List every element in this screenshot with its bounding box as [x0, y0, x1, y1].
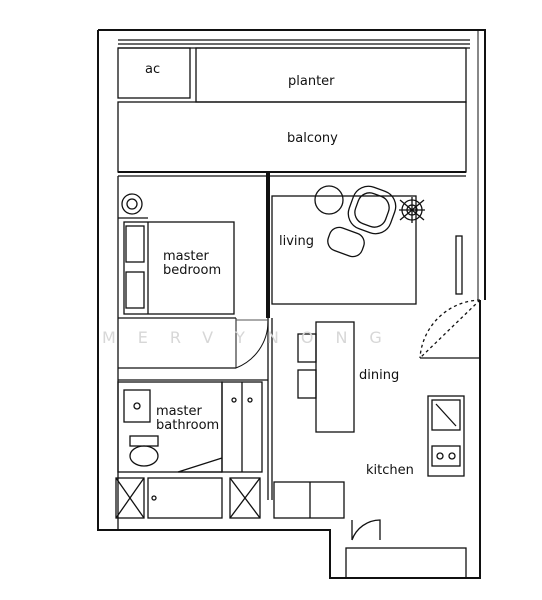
- dining-chair-1: [297, 333, 317, 363]
- hob: [431, 445, 461, 467]
- outer-wall: [97, 29, 486, 579]
- bathroom-door: [177, 457, 223, 473]
- ac-label: ac: [145, 62, 161, 77]
- living-label: living: [279, 234, 315, 249]
- planter-label: planter: [288, 74, 335, 89]
- tv-unit: [455, 235, 463, 295]
- pillow-2: [125, 271, 145, 309]
- toilet-tank: [129, 435, 159, 447]
- bedroom-label-line2: bedroom: [163, 263, 222, 278]
- living-rug: [271, 195, 417, 305]
- toilet: [129, 445, 159, 467]
- pillow-1: [125, 225, 145, 263]
- armchair: [347, 185, 397, 235]
- bathroom-label-line1: master: [156, 404, 202, 419]
- shower: [147, 477, 223, 519]
- main-door: [419, 299, 481, 359]
- storage-2: [229, 477, 261, 519]
- round-table: [314, 185, 344, 215]
- bathroom-label-line2: bathroom: [156, 418, 220, 433]
- bedroom-label-line1: master: [163, 249, 209, 264]
- basin: [123, 389, 151, 423]
- ac-ledge: [117, 47, 191, 99]
- plant: [399, 197, 425, 223]
- entry-door: [351, 519, 381, 541]
- dining-chair-2: [297, 369, 317, 399]
- bed: [123, 221, 235, 315]
- entry-threshold: [345, 547, 467, 579]
- kitchen-label: kitchen: [366, 463, 414, 478]
- armchair-2: [327, 226, 365, 258]
- balcony-label: balcony: [287, 131, 338, 146]
- dining-label: dining: [359, 368, 400, 383]
- watermark: MERVYNONG: [102, 328, 404, 347]
- bedroom-door: [235, 318, 269, 369]
- sink: [431, 399, 461, 431]
- bedroom-lamp: [121, 193, 143, 215]
- storage-1: [115, 477, 145, 519]
- kitchen-counter: [427, 395, 465, 477]
- kitchen-cabinet: [273, 481, 345, 519]
